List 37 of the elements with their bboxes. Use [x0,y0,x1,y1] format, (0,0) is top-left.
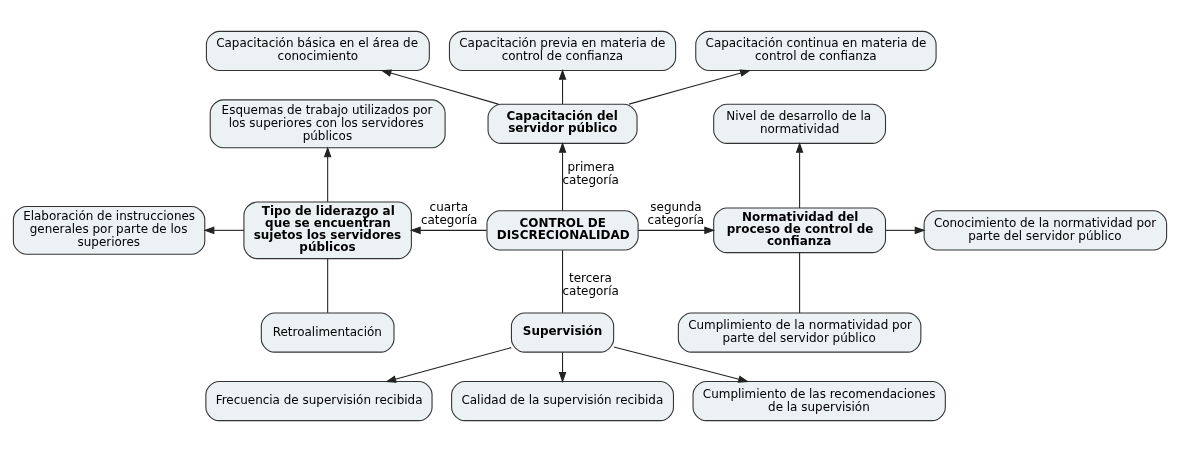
arrow [558,141,567,212]
connector [562,249,564,314]
edge-label: segunda categoría [647,199,705,227]
arrow [558,68,567,105]
edge-label: tercera categoría [562,271,619,299]
node-box: Tipo de liderazgo al que se encuentran sujetos los servidores públicos [243,201,412,260]
node-box: Cumplimiento de las recomendaciones de la supervisión [692,380,946,422]
node-box: Normatividad del proceso de control de confianza [713,207,887,254]
node-box: Calidad de la supervisión recibida [451,380,674,422]
node-box: Capacitación continua en materia de control de confianza [695,30,937,72]
connector [327,258,329,314]
arrow [795,141,804,209]
arrow [203,226,245,235]
node-box: Cumplimiento de la normatividad por parte del servidor público [677,312,922,353]
arrow [628,69,751,105]
arrow [323,146,332,203]
node-box: CONTROL DE DISCRECIONALIDAD [486,210,639,251]
edge-label: primera categoría [562,160,619,188]
arrow [884,226,926,235]
arrow [385,347,512,383]
node-box: Capacitación del servidor público [487,103,638,144]
node-box: Frecuencia de supervisión recibida [205,380,433,422]
arrow [613,346,750,383]
connector [799,252,801,314]
arrow [409,226,488,235]
node-box: Conocimiento de la normatividad por parte del servidor público [923,210,1168,251]
node-box: Supervisión [510,312,615,353]
node-box: Retroalimentación [260,312,395,353]
arrow [380,69,499,105]
arrow [637,226,716,235]
node-box: Nivel de desarrollo de la normatividad [713,103,887,144]
arrow [558,351,567,383]
node-box: Elaboración de instrucciones generales por parte de los superiores [12,205,206,255]
edge-label: cuarta categoría [420,199,478,227]
node-box: Capacitación previa en materia de control de confianza [448,30,677,72]
node-box: Capacitación básica en el área de conocimiento [205,30,430,72]
node-box: Esquemas de trabajo utilizados por los superiores con los servidores públicos [209,99,446,149]
